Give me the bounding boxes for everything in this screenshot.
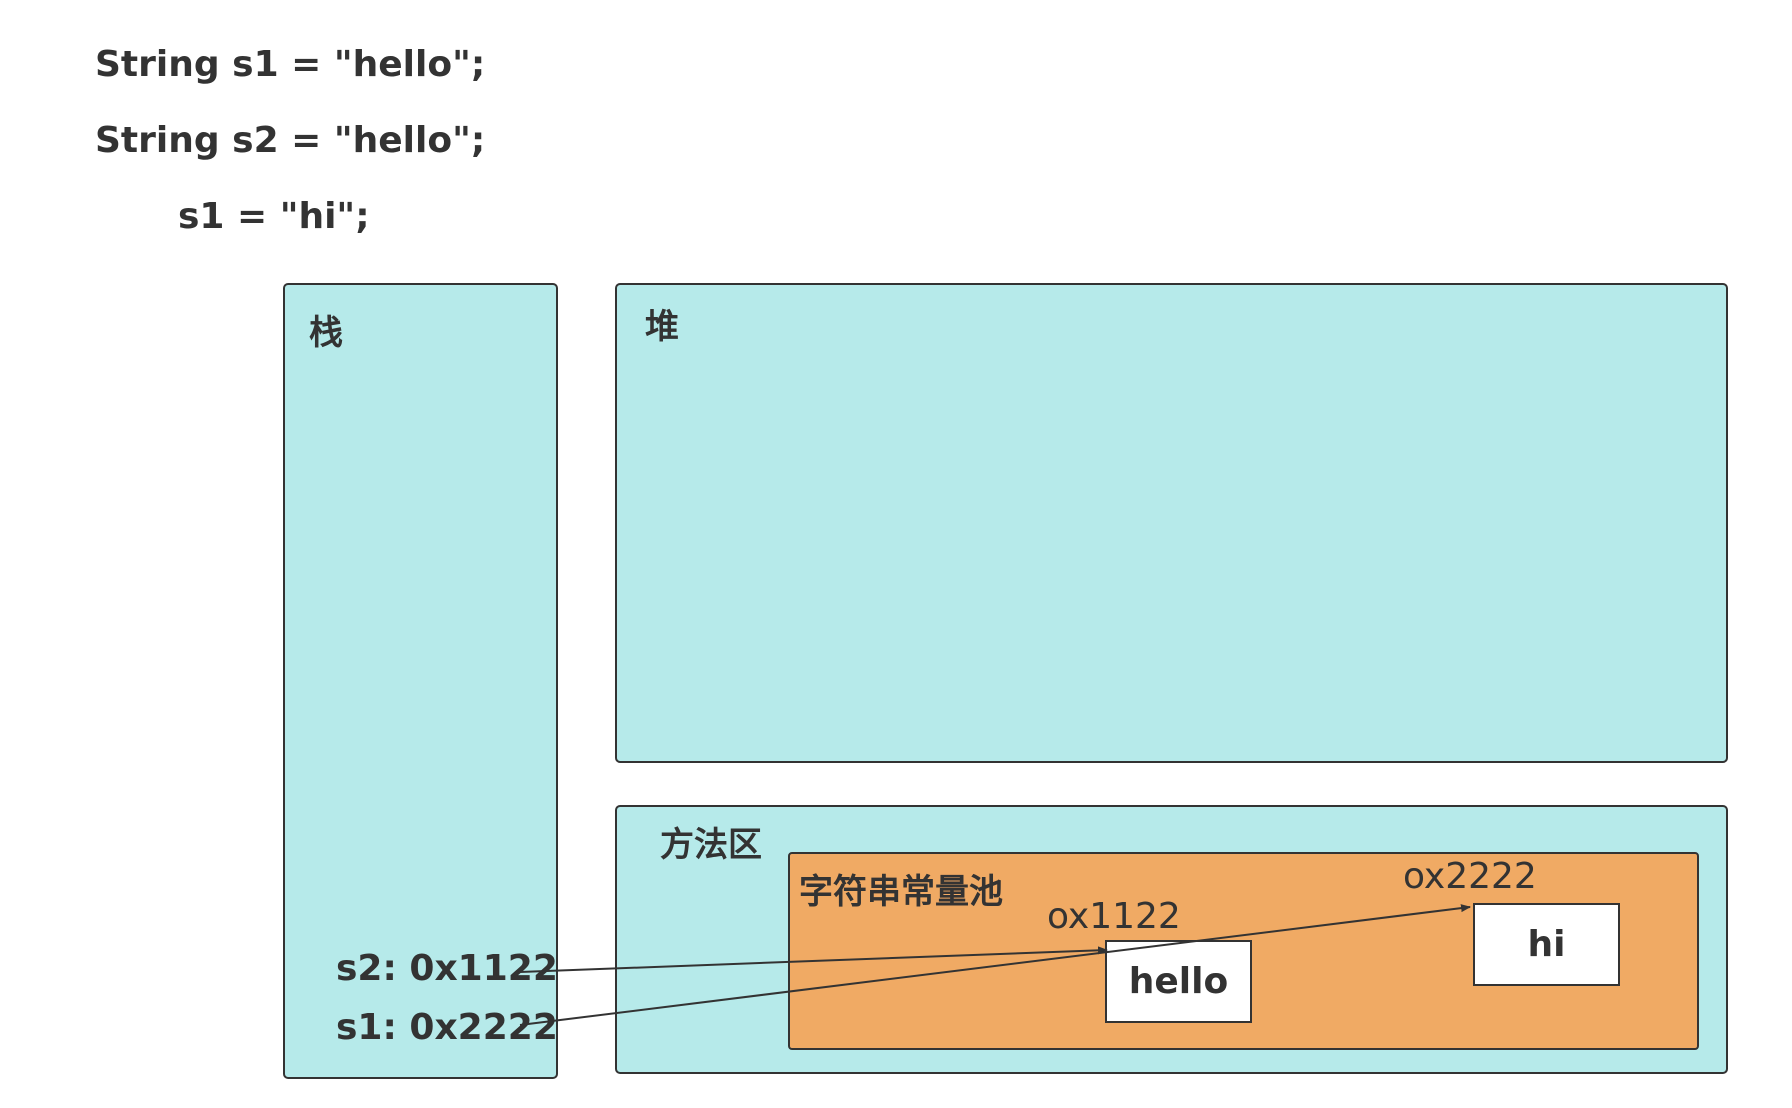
code-line-2: String s2 = "hello";: [95, 120, 486, 161]
code-line-1: String s1 = "hello";: [95, 44, 486, 85]
hi-string-box: hi: [1473, 903, 1620, 986]
hello-address-label: ox1122: [1047, 896, 1181, 937]
stack-var-s2: s2: 0x1122: [336, 948, 558, 989]
hello-string-value: hello: [1128, 961, 1229, 1002]
stack-var-s1: s1: 0x2222: [336, 1007, 558, 1048]
heap-region: 堆: [615, 283, 1728, 763]
hello-string-box: hello: [1105, 940, 1252, 1023]
heap-title: 堆: [645, 307, 679, 347]
stack-region: 栈: [283, 283, 558, 1079]
hi-string-value: hi: [1527, 924, 1566, 965]
string-pool-title: 字符串常量池: [799, 872, 1003, 912]
code-line-3: s1 = "hi";: [178, 196, 370, 237]
hi-address-label: ox2222: [1403, 856, 1537, 897]
stack-title: 栈: [309, 313, 343, 353]
method-area-title: 方法区: [660, 825, 762, 865]
